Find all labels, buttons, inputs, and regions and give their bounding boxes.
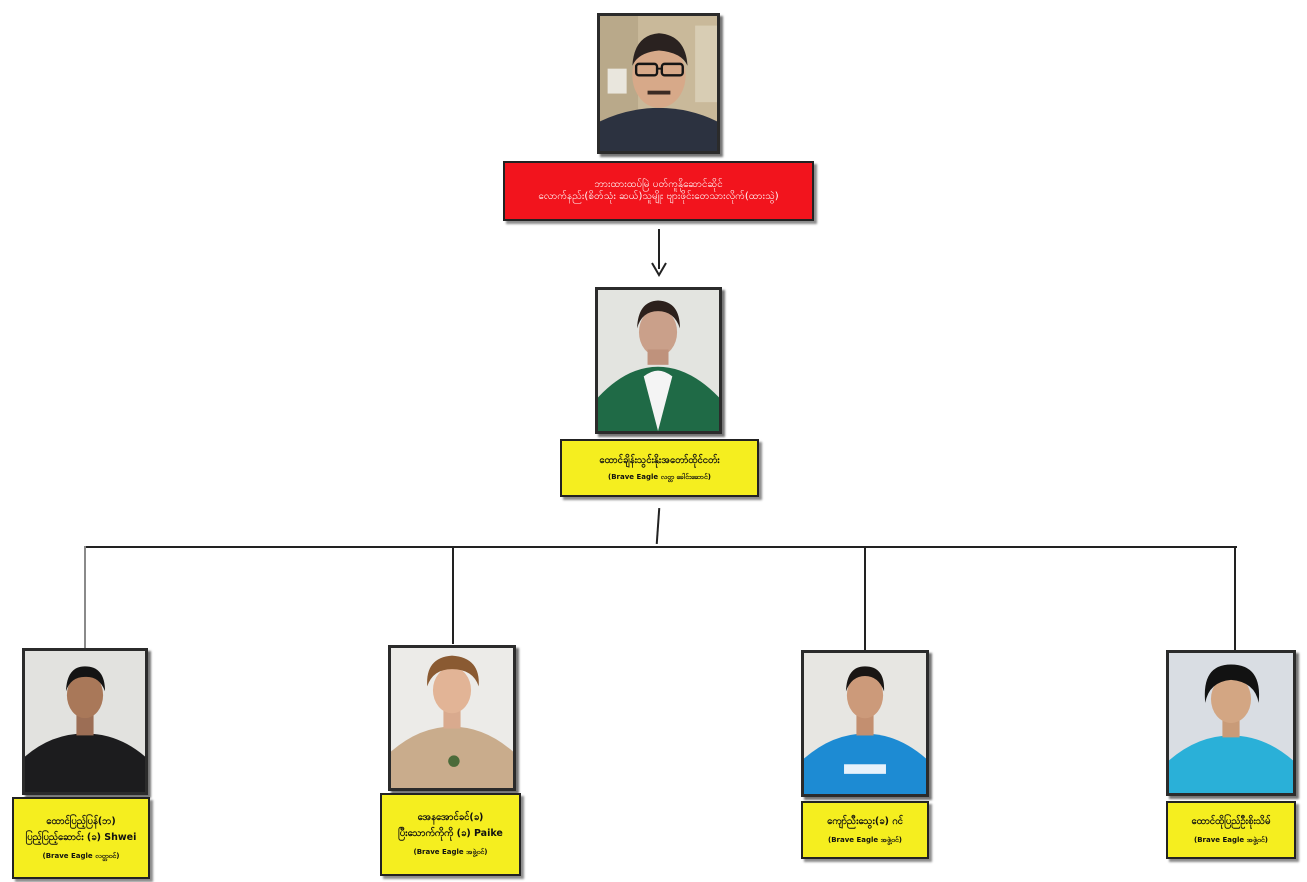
member-2-label: အေနအောင်ခင်(ခ) ပြီးသောက်ကိုကို (ခ) Paike… xyxy=(380,793,521,876)
member-1-line2: ပြည့်ပြည့်ဆောင်း (ခ) Shwei xyxy=(25,831,137,843)
member-4-label: ထောင်ထိုပြည်ဦးစိုးသိမ် (Brave Eagle အဖွဲ… xyxy=(1166,801,1296,859)
drop-line-1 xyxy=(84,546,86,648)
horizontal-connector xyxy=(84,546,1237,548)
member-4-line2: (Brave Eagle အဖွဲ့ဝင်) xyxy=(1194,835,1268,844)
top-person-photo xyxy=(597,13,720,154)
member-2-line2: ပြီးသောက်ကိုကို (ခ) Paike xyxy=(398,828,503,840)
member-4-line1: ထောင်ထိုပြည်ဦးစိုးသိမ် xyxy=(1191,815,1271,827)
member-1-line1: ထောင်ပြည့်ပြန်(ဘ) xyxy=(46,815,116,827)
middle-person-photo xyxy=(595,287,722,434)
top-person-label: ဘားထားထပ်မြဲ ပတ်ကူနိုဆောင်ဆိုင် လောက်နည်… xyxy=(503,161,814,221)
member-2-photo xyxy=(388,645,516,791)
middle-label-line1: ထောင်ချိန်းသွင်းနိုးအတော်ထိုင်ငတ်း xyxy=(599,454,720,466)
middle-label-line2: (Brave Eagle လတ္တ ခေါင်းဆောင်) xyxy=(608,472,711,481)
member-1-photo xyxy=(22,648,148,795)
top-label-line1: ဘားထားထပ်မြဲ ပတ်ကူနိုဆောင်ဆိုင် xyxy=(594,178,723,190)
down-arrow-icon xyxy=(651,229,667,277)
member-2-line1: အေနအောင်ခင်(ခ) xyxy=(417,812,484,824)
drop-line-4 xyxy=(1234,546,1236,650)
member-4-photo xyxy=(1166,650,1296,796)
connector-stub xyxy=(655,507,661,545)
middle-person-label: ထောင်ချိန်းသွင်းနိုးအတော်ထိုင်ငတ်း (Brav… xyxy=(560,439,759,497)
top-label-line2: လောက်နည်း(စိတ်သုံး ဆယ်)သူမျိုး ဗျားဖိုင်… xyxy=(538,191,779,202)
member-3-line2: (Brave Eagle အဖွဲ့ဝင်) xyxy=(828,835,902,844)
member-2-line3: (Brave Eagle အဖွဲ့ဝင်) xyxy=(413,848,488,856)
member-1-line3: (Brave Eagle လတ္တဝင်) xyxy=(42,851,120,860)
member-3-line1: ကျော်ညီးသွေး(ခ) ဂင် xyxy=(827,815,903,827)
drop-line-2 xyxy=(452,546,454,644)
drop-line-3 xyxy=(864,546,866,650)
member-3-photo xyxy=(801,650,929,797)
member-3-label: ကျော်ညီးသွေး(ခ) ဂင် (Brave Eagle အဖွဲ့ဝင… xyxy=(801,801,929,859)
member-1-label: ထောင်ပြည့်ပြန်(ဘ) ပြည့်ပြည့်ဆောင်း (ခ) S… xyxy=(12,797,150,879)
